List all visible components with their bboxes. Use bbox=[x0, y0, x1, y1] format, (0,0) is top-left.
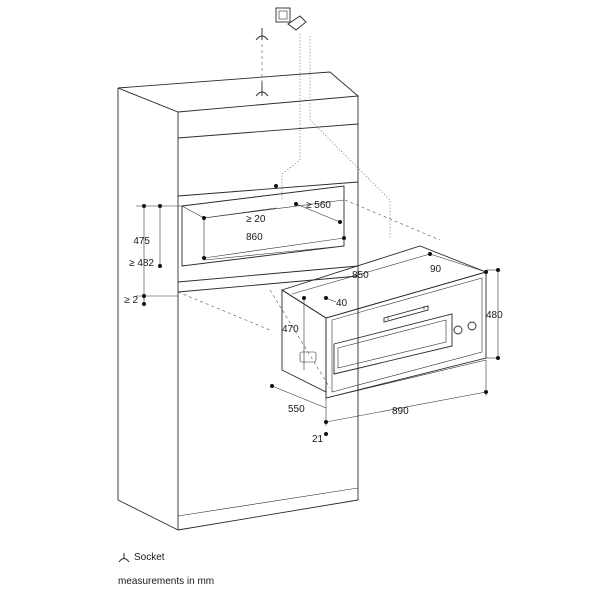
dim-label-20: ≥ 20 bbox=[246, 214, 266, 225]
socket-icon bbox=[118, 552, 130, 562]
socket-icon bbox=[255, 28, 269, 41]
dim-label-890: 890 bbox=[392, 406, 409, 417]
dim-label-470: 470 bbox=[282, 324, 299, 335]
dim-label-560: ≥ 560 bbox=[306, 200, 331, 211]
dim-label-550: 550 bbox=[288, 404, 305, 415]
legend-units: measurements in mm bbox=[118, 576, 215, 587]
plug-icon bbox=[287, 15, 307, 31]
dim-label-21: 21 bbox=[312, 434, 324, 445]
dim-label-475: 475 bbox=[133, 236, 150, 247]
dimension-lines bbox=[136, 203, 500, 426]
dim-label-860: 860 bbox=[246, 232, 263, 243]
tall-cabinet bbox=[117, 71, 360, 531]
legend-socket: Socket bbox=[118, 552, 165, 563]
warming-drawer bbox=[280, 245, 488, 399]
dim-label-2: ≥ 2 bbox=[124, 295, 138, 306]
dimension-points bbox=[142, 184, 500, 436]
cable-routing bbox=[177, 34, 441, 389]
dim-label-90: 90 bbox=[430, 264, 442, 275]
dim-label-850: 850 bbox=[352, 270, 369, 281]
legend-socket-label: Socket bbox=[134, 552, 165, 563]
dim-label-482: ≥ 482 bbox=[129, 258, 154, 269]
wall-outlet-icon bbox=[275, 7, 291, 23]
dim-label-480: 480 bbox=[486, 310, 503, 321]
socket-icon bbox=[255, 82, 269, 97]
dim-label-40: 40 bbox=[336, 298, 348, 309]
